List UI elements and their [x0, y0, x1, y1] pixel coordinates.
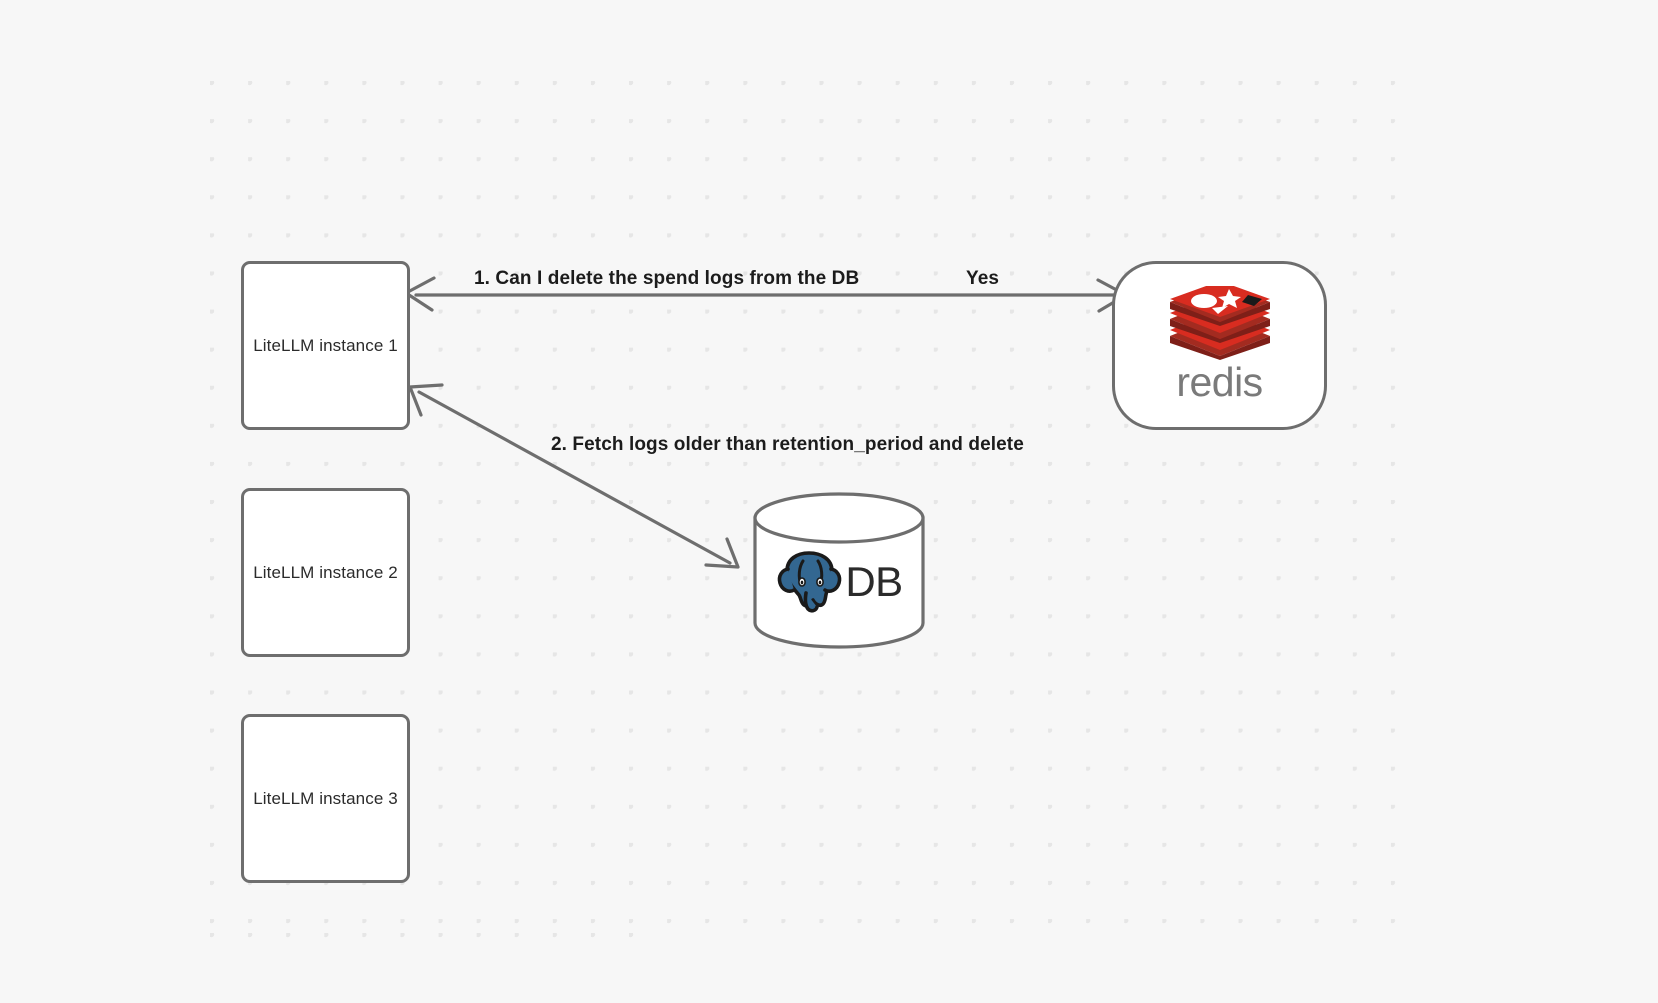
node-litellm-instance-2[interactable]: LiteLLM instance 2 — [241, 488, 410, 657]
node-db[interactable]: DB — [752, 492, 926, 649]
edge-db-litellm1 — [408, 383, 740, 569]
edge-label-can-i-delete: 1. Can I delete the spend logs from the … — [474, 268, 860, 289]
redis-wordmark: redis — [1176, 359, 1263, 405]
postgresql-elephant-icon — [778, 550, 842, 613]
arrowhead-upper-left — [408, 383, 444, 417]
redis-logo-icon — [1169, 286, 1270, 360]
node-litellm-instance-1[interactable]: LiteLLM instance 1 — [241, 261, 410, 430]
arrowhead-left — [404, 276, 436, 312]
node-label: LiteLLM instance 1 — [253, 335, 398, 355]
node-label: LiteLLM instance 2 — [253, 562, 398, 582]
db-label: DB — [845, 557, 903, 605]
arrowhead-lower-right — [704, 537, 740, 569]
edge-label-yes: Yes — [966, 268, 1000, 289]
edge-label-fetch-logs: 2. Fetch logs older than retention_perio… — [551, 434, 1024, 455]
node-label: LiteLLM instance 3 — [253, 788, 398, 808]
node-litellm-instance-3[interactable]: LiteLLM instance 3 — [241, 714, 410, 883]
dot-grid-background-tail — [206, 929, 656, 969]
node-redis[interactable]: redis — [1112, 261, 1327, 430]
